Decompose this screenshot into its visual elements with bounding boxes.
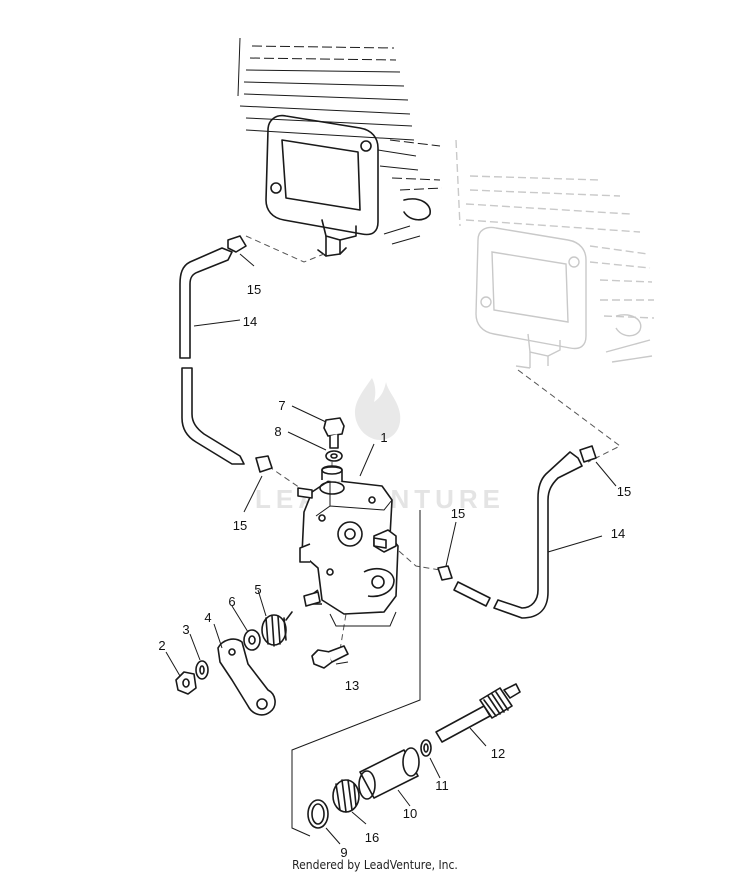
hose-clamps (227, 235, 597, 581)
hose-clamp-pump (255, 455, 273, 473)
shaft-group-outline (291, 510, 421, 837)
engine-cylinder-left (237, 37, 443, 257)
lever-washer (195, 660, 209, 680)
oil-hose-left (179, 247, 245, 465)
part-label-15-pump: 15 (233, 518, 247, 533)
part-label-12: 12 (491, 746, 505, 761)
hose-clamp-right-upper (579, 445, 597, 463)
part-label-14-left: 14 (243, 314, 257, 329)
sealing-washer (325, 450, 343, 462)
oil-hose-right (453, 451, 583, 619)
shaft-spring (332, 779, 360, 813)
pump-drive-shaft (435, 683, 521, 743)
part-label-16: 16 (365, 830, 379, 845)
lever-nut (175, 671, 197, 695)
pump-fittings (297, 487, 387, 607)
part-label-1: 1 (380, 430, 387, 445)
part-label-15-right: 15 (617, 484, 631, 499)
shaft-o-ring (307, 799, 329, 829)
part-label-8: 8 (274, 424, 281, 439)
control-lever (217, 638, 276, 716)
part-label-3: 3 (182, 622, 189, 637)
part-label-15-center: 15 (451, 506, 465, 521)
hose-clamp-right-lower (437, 565, 453, 581)
part-callouts: 1 2 3 4 5 6 7 8 9 10 11 12 13 14 14 15 1… (158, 282, 631, 860)
part-label-15-upper: 15 (247, 282, 261, 297)
assembly-lines (225, 235, 621, 651)
spring-washer (243, 629, 261, 651)
watermark-flame-icon (354, 378, 401, 440)
part-label-9: 9 (340, 845, 347, 860)
hose-clamp-upper (227, 235, 247, 253)
part-label-7: 7 (278, 398, 285, 413)
leader-lines (165, 253, 617, 845)
mounting-screw (311, 645, 349, 669)
drive-collar (358, 747, 420, 800)
part-label-13: 13 (345, 678, 359, 693)
part-label-5: 5 (254, 582, 261, 597)
return-spring (261, 611, 293, 647)
part-label-2: 2 (158, 638, 165, 653)
part-label-10: 10 (403, 806, 417, 821)
part-label-4: 4 (204, 610, 211, 625)
part-label-6: 6 (228, 594, 235, 609)
part-label-14-right: 14 (611, 526, 625, 541)
part-label-11: 11 (435, 778, 449, 793)
shaft-circlip (420, 739, 432, 757)
footer-credit: Rendered by LeadVenture, Inc. (292, 858, 458, 872)
banjo-bolt (323, 417, 345, 449)
engine-cylinder-right (455, 139, 655, 369)
